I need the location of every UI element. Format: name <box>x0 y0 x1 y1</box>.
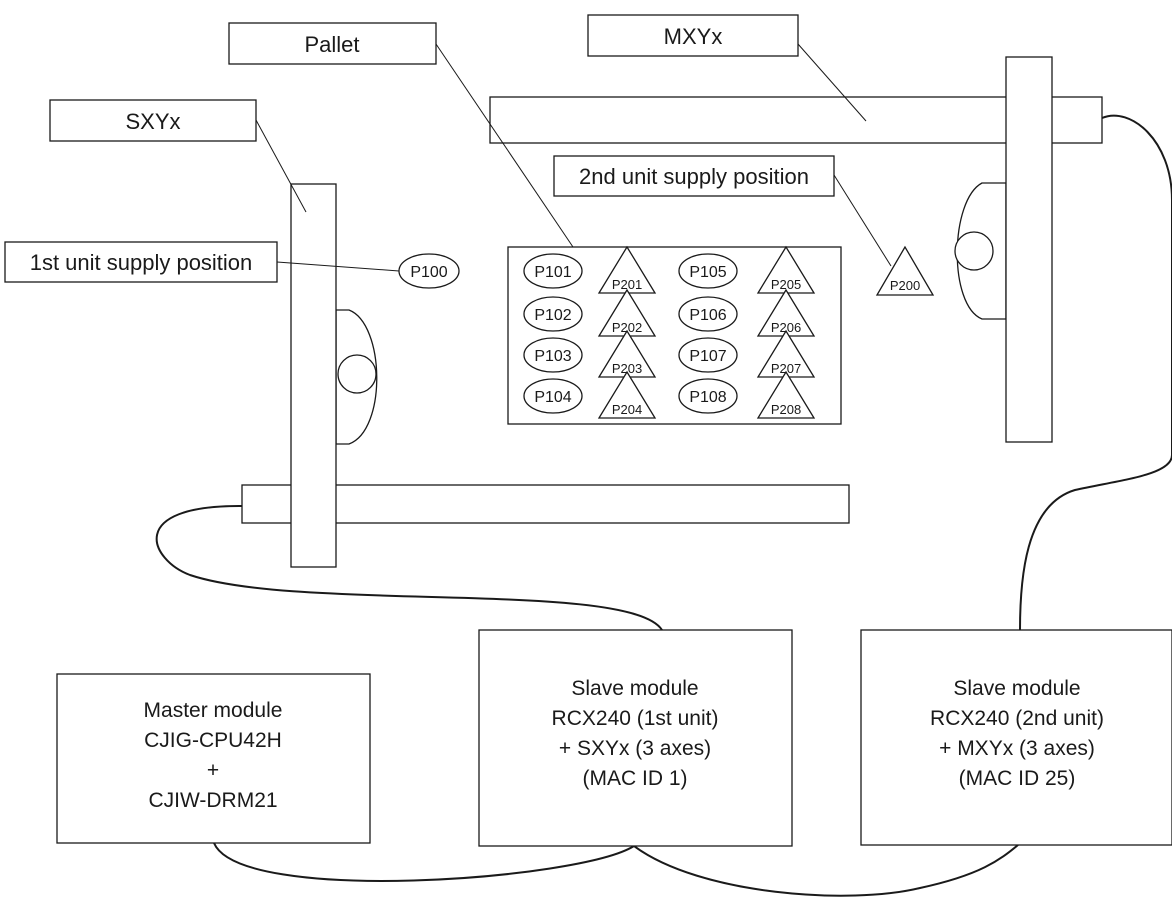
label-sxyx: SXYx <box>125 109 180 134</box>
slave-module-1: Slave module RCX240 (1st unit) + SXYx (3… <box>478 629 793 847</box>
slave-module-1-line: RCX240 (1st unit) <box>552 707 719 730</box>
master-module-box <box>56 673 371 844</box>
sxyx-robot <box>241 183 850 568</box>
pallet-point-triangle-label: P202 <box>612 320 642 335</box>
cable-master-to-slave1 <box>213 842 635 882</box>
label-pallet: Pallet <box>304 32 359 57</box>
pallet-point-triangle <box>597 370 657 419</box>
pallet-point-oval <box>678 337 738 373</box>
pallet-point-oval-label: P103 <box>534 348 571 365</box>
pallet-point-triangle <box>756 370 816 419</box>
slave-module-1-line: Slave module <box>571 677 698 700</box>
label-mxyx: MXYx <box>664 24 723 49</box>
pallet-point-oval-label: P108 <box>689 389 726 406</box>
mxyx-y-axis-column <box>1005 56 1053 443</box>
pallet-point-triangle-label: P207 <box>771 361 801 376</box>
pallet-point-oval <box>678 296 738 332</box>
pallet-point-oval <box>523 253 583 289</box>
point-p100-label: P100 <box>410 264 447 281</box>
leader-2nd-supply <box>833 174 892 267</box>
pallet-point-triangle-label: P206 <box>771 320 801 335</box>
master-module-line: CJIG-CPU42H <box>144 729 282 752</box>
pallet-point-triangle-label: P203 <box>612 361 642 376</box>
leader-pallet <box>435 43 574 248</box>
slave-module-1-box <box>478 629 793 847</box>
pallet-point-triangle-label: P208 <box>771 402 801 417</box>
slave-module-2-line: Slave module <box>953 677 1080 700</box>
sxyx-x-axis-beam <box>241 484 850 524</box>
label-1st-supply: 1st unit supply position <box>30 250 253 275</box>
mxyx-x-axis-beam <box>489 96 1103 144</box>
slave-module-2-line: (MAC ID 25) <box>959 767 1076 790</box>
slave-module-2-line: RCX240 (2nd unit) <box>930 707 1104 730</box>
mxyx-robot <box>489 56 1103 443</box>
point-p200-label: P200 <box>890 278 920 293</box>
pallet-point-oval-label: P104 <box>534 389 571 406</box>
label-box-2nd-supply <box>553 155 835 197</box>
cable-mxyx-to-slave2 <box>1019 114 1172 631</box>
sxyx-head-circle <box>337 354 377 394</box>
pallet-point-triangle-label: P204 <box>612 402 642 417</box>
slave-module-1-line: (MAC ID 1) <box>583 767 688 790</box>
pallet-point-oval <box>678 378 738 414</box>
pallet-point-oval <box>523 378 583 414</box>
pallet-point-oval-label: P107 <box>689 348 726 365</box>
slave-module-2-line: + MXYx (3 axes) <box>939 737 1095 760</box>
master-module-line: CJIW-DRM21 <box>148 789 277 812</box>
slave-module-1-line: + SXYx (3 axes) <box>559 737 711 760</box>
pallet-point-triangle-label: P205 <box>771 277 801 292</box>
master-module: Master module CJIG-CPU42H + CJIW-DRM21 <box>56 673 371 844</box>
point-p200-triangle <box>875 245 935 296</box>
mxyx-head-circle <box>954 231 994 271</box>
cable-sxyx-to-slave1 <box>155 504 663 631</box>
label-box-mxyx <box>587 14 799 57</box>
pallet-point-oval <box>523 296 583 332</box>
pallet-point-oval-label: P101 <box>534 264 571 281</box>
pallet-point-oval-label: P102 <box>534 307 571 324</box>
label-box-sxyx <box>49 99 257 142</box>
cable-slave1-to-slave2 <box>633 844 1019 897</box>
master-module-line: Master module <box>144 699 283 722</box>
pallet-point-oval <box>678 253 738 289</box>
leader-1st-supply <box>276 261 400 272</box>
pallet-point-oval-label: P105 <box>689 264 726 281</box>
leader-mxyx <box>797 43 867 122</box>
leader-sxyx <box>255 119 307 213</box>
pallet-point-triangle-label: P201 <box>612 277 642 292</box>
label-box-1st-supply <box>4 241 278 283</box>
label-box-pallet <box>228 22 437 65</box>
pallet-point-oval <box>523 337 583 373</box>
slave-module-2-box <box>860 629 1172 846</box>
sxyx-y-axis-column <box>290 183 337 568</box>
label-2nd-supply: 2nd unit supply position <box>579 164 809 189</box>
master-module-line: + <box>207 759 219 782</box>
pallet-point-oval-label: P106 <box>689 307 726 324</box>
slave-module-2: Slave module RCX240 (2nd unit) + MXYx (3… <box>860 629 1172 846</box>
